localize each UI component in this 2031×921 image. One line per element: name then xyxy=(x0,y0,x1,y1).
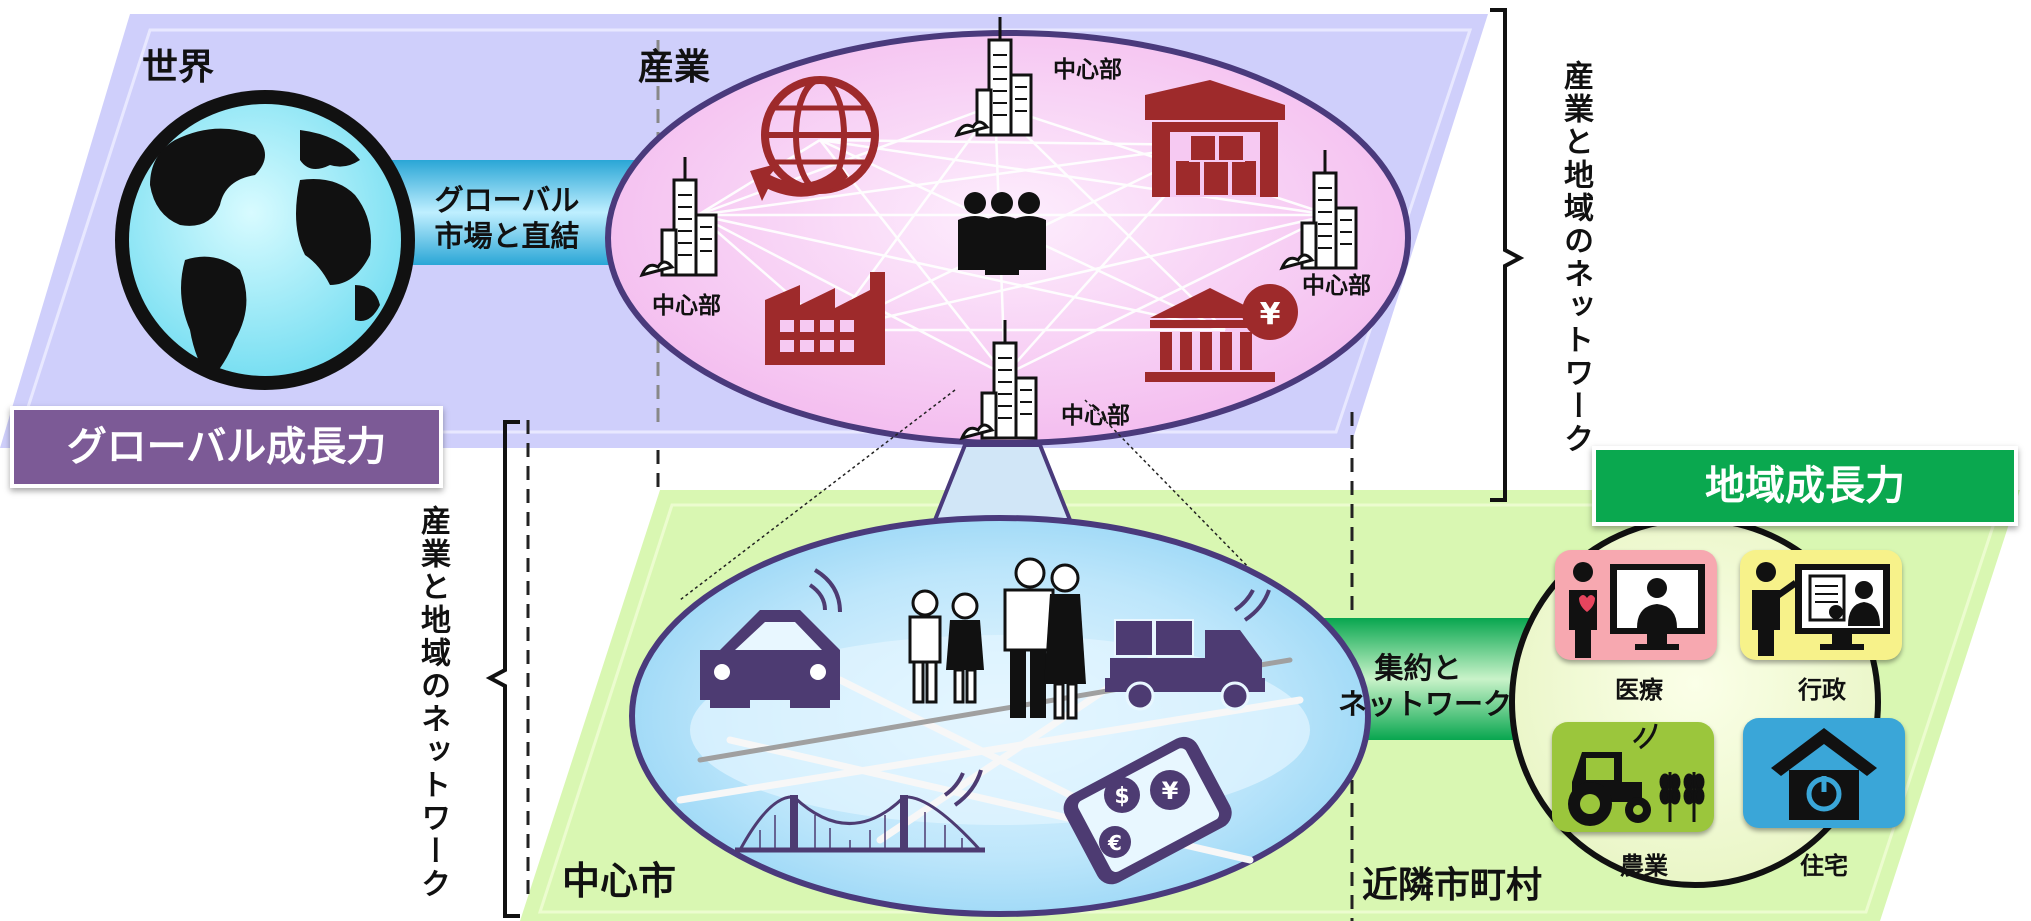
globe-arrow-icon xyxy=(750,76,879,201)
upper-plane-highlight xyxy=(17,28,1473,434)
agriculture-label: 農業 xyxy=(1620,852,1668,880)
center-part-label-left: 中心部 xyxy=(652,293,721,319)
zoom-projection xyxy=(932,443,1073,522)
zoom-dotted-lines xyxy=(679,389,1301,621)
car-icon xyxy=(700,568,842,708)
consolidation-network-line-1: 集約と xyxy=(1374,651,1462,685)
warehouse-icon xyxy=(1145,80,1285,197)
industry-label: 産業 xyxy=(638,47,711,88)
bridge-icon xyxy=(735,769,985,853)
consolidation-network-label: 集約と ネットワーク xyxy=(1338,650,1513,722)
global-link-label: グローバル 市場と直結 xyxy=(432,182,582,254)
housing-icon xyxy=(1771,728,1877,820)
housing-tile xyxy=(1743,718,1905,828)
bracket-left xyxy=(485,420,520,918)
family-icon xyxy=(908,557,1086,720)
medical-icon xyxy=(1569,562,1705,658)
center-part-label-right: 中心部 xyxy=(1302,273,1371,299)
world-label: 世界 xyxy=(142,47,215,88)
global-link-line-1: グローバル xyxy=(434,183,580,217)
bracket-right xyxy=(1490,8,1525,502)
agriculture-tile xyxy=(1552,722,1714,832)
svg-text:¥: ¥ xyxy=(1260,297,1281,332)
people-group-icon xyxy=(958,192,1046,275)
medical-tile xyxy=(1555,550,1717,660)
industry-region-network-label-left: 産業と地域のネットワーク xyxy=(415,505,450,901)
truck-icon xyxy=(1105,589,1271,711)
housing-label: 住宅 xyxy=(1800,852,1848,880)
medical-label: 医療 xyxy=(1615,676,1663,704)
svg-text:€: € xyxy=(1107,831,1122,855)
global-link-line-2: 市場と直結 xyxy=(434,219,580,253)
factory-icon xyxy=(765,272,885,365)
lower-plane-highlight xyxy=(537,503,2003,914)
center-part-label-bottom: 中心部 xyxy=(1061,403,1130,429)
svg-text:¥: ¥ xyxy=(1162,777,1179,805)
regional-growth-badge: 地域成長力 xyxy=(1592,446,2018,526)
administration-tile xyxy=(1740,550,1902,660)
bank-yen-icon: ¥ xyxy=(1145,284,1298,382)
administration-label: 行政 xyxy=(1798,676,1846,704)
neighbor-municipalities-label: 近隣市町村 xyxy=(1362,865,1543,906)
industry-region-network-label-right: 産業と地域のネットワーク xyxy=(1558,60,1593,456)
administration-icon xyxy=(1752,562,1890,656)
center-part-label-top: 中心部 xyxy=(1053,57,1122,83)
consolidation-network-line-2: ネットワーク xyxy=(1338,687,1513,721)
globe-icon xyxy=(115,90,415,390)
smartphone-currency-icon: $ ¥ € xyxy=(1063,736,1232,885)
agriculture-icon xyxy=(1568,723,1705,826)
global-growth-badge: グローバル成長力 xyxy=(10,406,443,488)
central-city-label: 中心市 xyxy=(562,859,677,903)
svg-text:$: $ xyxy=(1114,784,1129,809)
